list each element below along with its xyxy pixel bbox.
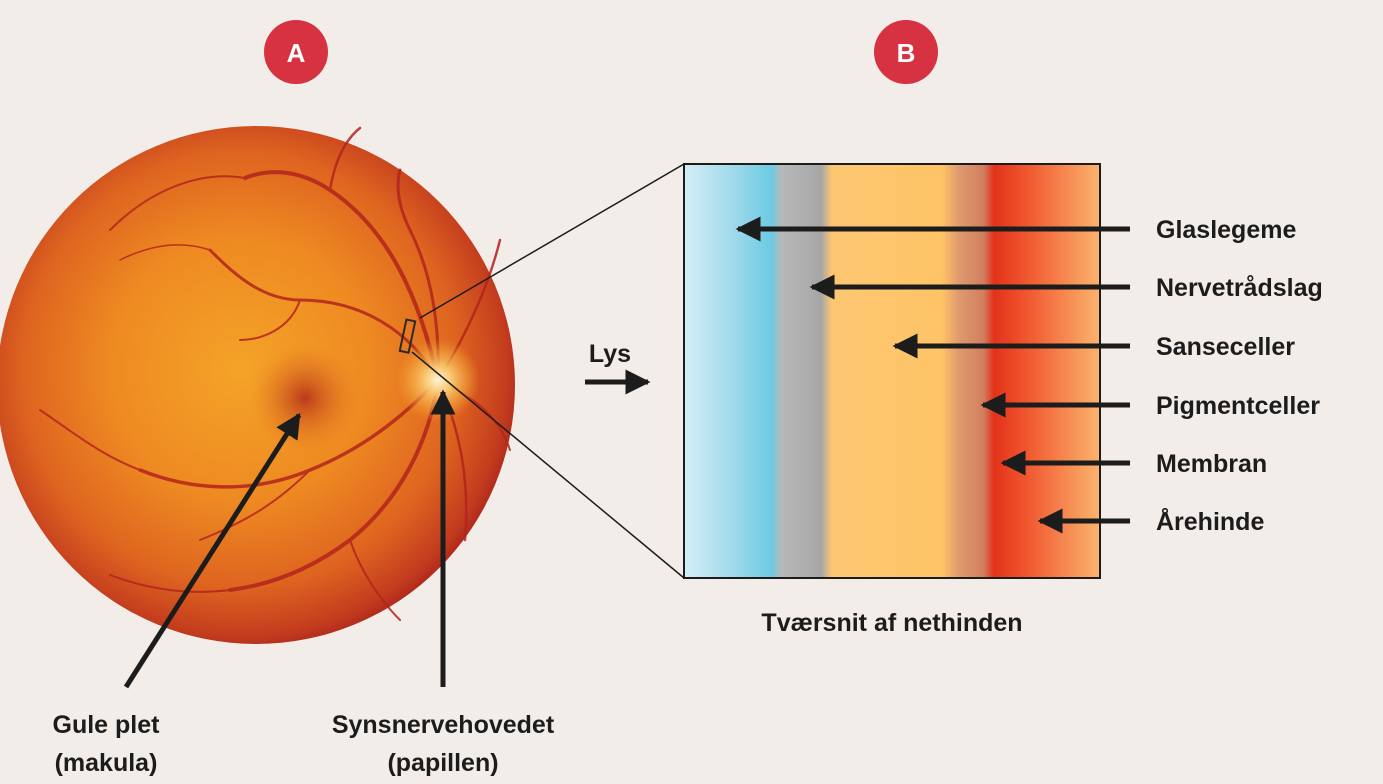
badge-b-label: B — [897, 38, 916, 68]
layer-label-arehinde: Årehinde — [1156, 507, 1264, 536]
macula-label-line2: (makula) — [55, 749, 158, 777]
macula-spot — [250, 343, 360, 453]
fundus-image — [0, 126, 515, 644]
layer-label-pigmentceller: Pigmentceller — [1156, 392, 1320, 420]
optic-disc-label-line1: Synsnervehovedet — [332, 711, 555, 739]
layer-label-glaslegeme: Glaslegeme — [1156, 216, 1296, 244]
layer-label-sanseceller: Sanseceller — [1156, 333, 1295, 361]
cross-section-layers — [684, 164, 1100, 578]
light-label: Lys — [589, 340, 631, 368]
optic-disc-label-line2: (papillen) — [387, 749, 498, 777]
macula-label-line1: Gule plet — [53, 711, 161, 739]
cross-section-caption: Tværsnit af nethinden — [761, 609, 1022, 637]
cross-section — [684, 164, 1100, 578]
layer-label-nervetradslag: Nervetrådslag — [1156, 274, 1323, 302]
badge-a-label: A — [287, 38, 306, 68]
layer-label-membran: Membran — [1156, 450, 1267, 478]
